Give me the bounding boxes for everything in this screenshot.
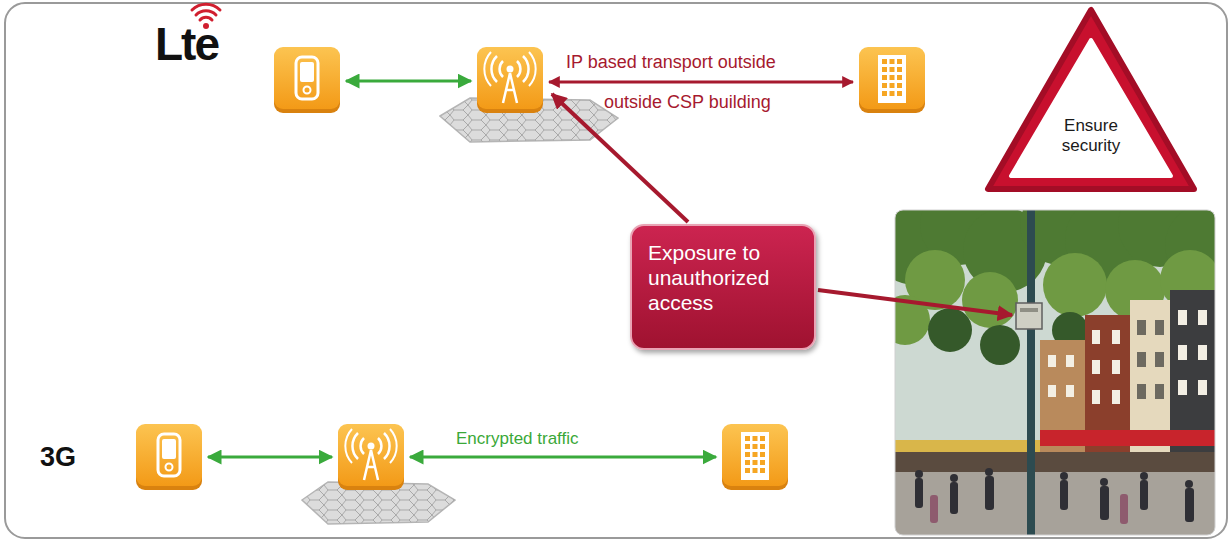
link-label: outside CSP building [604,92,771,113]
street-photo [1092,390,1100,404]
street-photo [1178,345,1187,360]
street-photo [1100,486,1109,520]
street-photo [1048,385,1056,397]
ip-transport-arrow [549,81,853,84]
street-photo [1137,320,1164,399]
street-photo [1060,472,1068,480]
base-station-icon [477,47,543,113]
street-photo [1092,330,1100,344]
street-photo [1016,303,1042,329]
frame-border [5,3,1227,538]
phone-icon [274,47,340,113]
street-photo [1066,385,1074,397]
street-photo [985,468,993,476]
street-photo [1185,480,1193,488]
street-photo [1140,472,1148,480]
warning-triangle-outline [983,4,1199,194]
lte-logo-signal [196,11,216,15]
street-photo [950,482,958,514]
street-photo [962,272,1018,328]
street-photo [915,478,923,508]
street-photo [1170,290,1215,475]
radio-link-arrow [208,456,332,459]
street-photo [915,470,923,478]
cell-grid-plate [302,98,618,524]
phone-icon [136,424,202,490]
base-station-icon [338,424,404,490]
street-photo [985,476,994,510]
street-photo [1043,253,1107,317]
radio-link-arrow [346,80,471,83]
street-photo [1198,310,1207,325]
ip-transport-arrow [549,81,853,84]
warning-text: Ensure security [1043,116,1139,157]
street-photo [1112,360,1120,374]
encrypted-link-arrow [410,456,716,459]
street-photo [1137,320,1146,335]
street-photo [895,440,1040,452]
link-label: IP based transport outside [566,52,776,73]
street-photo [928,308,972,352]
street-photo [915,468,1194,522]
street-photo [1060,480,1068,510]
callout-pointer [552,94,688,222]
street-photo [980,325,1020,365]
street-photo [895,452,1215,472]
street-photo [1048,355,1056,367]
radio-link-arrow [208,81,471,457]
street-photo [1040,430,1215,446]
link-label: Encrypted traffic [456,429,579,449]
lte-logo-signal [192,4,220,10]
street-photo [1155,320,1164,335]
street-photo [895,472,1215,535]
lte-logo-text: Lte [155,18,218,71]
street-photo [1137,384,1146,399]
street-photo [1140,480,1148,510]
street-photo [1020,308,1038,312]
callout-pointer [818,290,1012,315]
technology-label: 3G [40,442,76,473]
core-server-icon [722,424,788,490]
street-photo [895,210,1215,535]
street-photo [1130,300,1170,475]
street-photo [950,474,958,482]
street-photo [1066,355,1074,367]
street-photo [1085,315,1130,475]
street-photo [1100,478,1108,486]
encrypted-link-arrow [410,456,716,459]
street-photo [1198,380,1207,395]
callout-text: Exposure to unauthorized access [648,240,798,316]
street-photo [1155,384,1164,399]
warning-triangle: Ensure security [983,4,1199,194]
street-photo [1048,310,1207,404]
street-photo [1120,494,1128,524]
street-photo [1137,352,1146,367]
street-photo [1155,352,1164,367]
photo-frame [895,210,1215,535]
street-photo [1092,360,1100,374]
warning-triangle-inner [1011,40,1171,176]
warning-triangle-outline [988,10,1194,189]
street-photo [1198,345,1207,360]
street-photo [1112,330,1120,344]
core-server-icon [859,47,925,113]
street-photo [1178,310,1187,325]
street-photo [1185,488,1194,522]
street-photo [930,495,938,523]
street-photo [1178,380,1187,395]
callout-box: Exposure to unauthorized access [630,224,816,350]
street-photo [1112,390,1120,404]
street-photo [1027,210,1035,535]
